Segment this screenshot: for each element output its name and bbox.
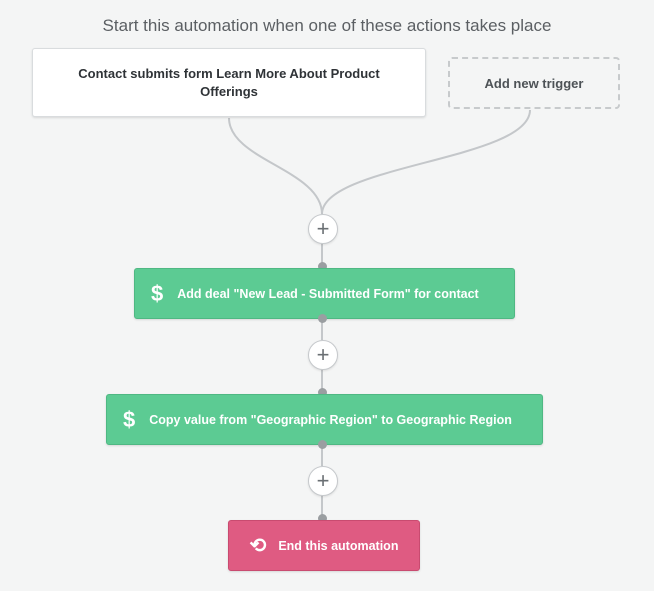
add-step-button[interactable]: + (308, 466, 338, 496)
add-trigger-button[interactable]: Add new trigger (448, 57, 620, 109)
trigger-label: Contact submits form Learn More About Pr… (78, 65, 380, 99)
action-label: Copy value from "Geographic Region" to G… (149, 412, 512, 427)
connector-dot (318, 514, 327, 523)
add-step-button[interactable]: + (308, 340, 338, 370)
connector-dot (318, 314, 327, 323)
connector-trigger-to-merge (228, 117, 323, 215)
page-heading: Start this automation when one of these … (102, 16, 552, 35)
action-label: Add deal "New Lead - Submitted Form" for… (177, 286, 479, 301)
dollar-icon: $ (123, 406, 136, 432)
connector-add-trigger-to-merge (321, 109, 531, 215)
plus-icon: + (316, 342, 330, 367)
action-add-deal[interactable]: $ Add deal "New Lead - Submitted Form" f… (134, 268, 515, 319)
add-trigger-label: Add new trigger (484, 75, 584, 91)
plus-icon: + (316, 468, 330, 493)
action-copy-value[interactable]: $ Copy value from "Geographic Region" to… (106, 394, 543, 445)
end-automation-label: End this automation (278, 538, 399, 553)
refresh-arrows-icon: ⟲ (249, 534, 267, 557)
connector-dot (318, 388, 327, 397)
connector-dot (318, 440, 327, 449)
dollar-icon: $ (151, 280, 164, 306)
add-step-button[interactable]: + (308, 214, 338, 244)
plus-icon: + (316, 216, 330, 241)
end-automation-button[interactable]: ⟲ End this automation (228, 520, 420, 571)
trigger-card[interactable]: Contact submits form Learn More About Pr… (32, 48, 426, 117)
connector-dot (318, 262, 327, 271)
